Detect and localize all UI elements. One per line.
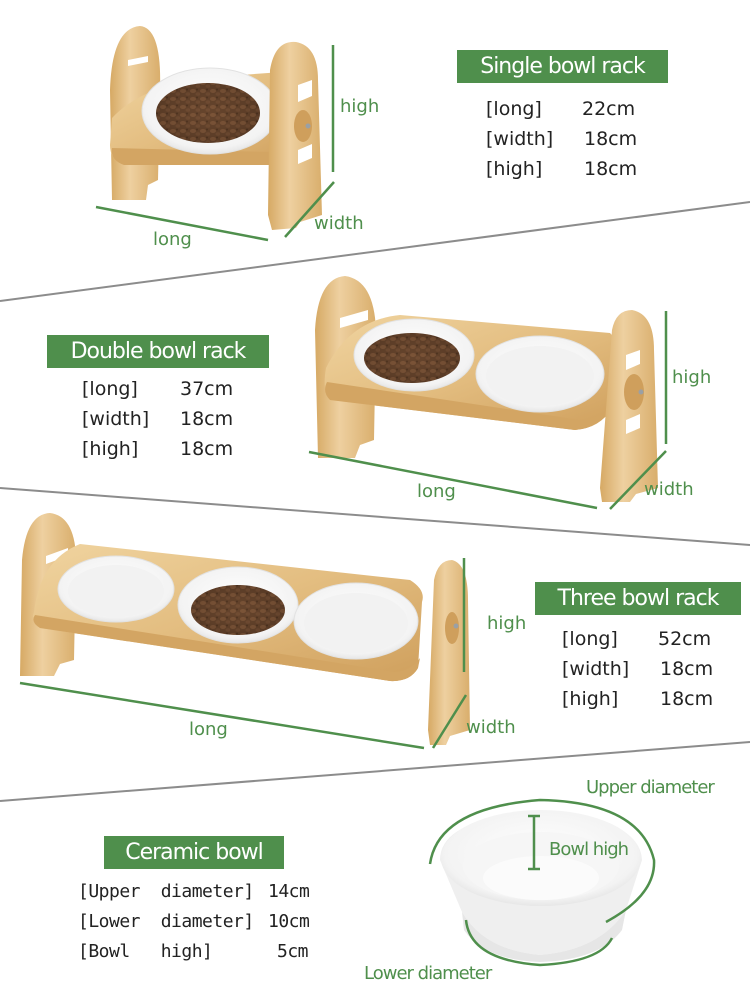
spec-key: [width]: [562, 658, 630, 680]
ceramic-bowl-specs: [Upper diameter] 14cm [Lower diameter] 10c…: [78, 877, 310, 967]
spec-value: 18cm: [584, 128, 638, 150]
ceramic-bowl-title: Ceramic bowl: [104, 836, 284, 869]
double-high-label: high: [672, 367, 712, 388]
spec-value: 14cm: [268, 881, 310, 902]
spec-row-long: [long] 22cm: [486, 94, 637, 124]
single-rack-specs: [long] 22cm [width] 18cm [high] 18cm: [486, 94, 637, 184]
double-rack-specs: [long] 37cm [width] 18cm [high] 18cm: [82, 374, 233, 464]
spec-value: 10cm: [268, 911, 310, 932]
spec-key: [width]: [486, 128, 554, 150]
section-dividers: [0, 201, 750, 802]
ceramic-bowl-image: [440, 810, 642, 962]
spec-value: 52cm: [658, 628, 712, 650]
three-width-label: width: [466, 717, 516, 738]
spec-value: 37cm: [180, 378, 234, 400]
spec-row-width: [width] 18cm: [486, 124, 637, 154]
spec-key: [Lower diameter]: [78, 911, 254, 932]
bowl-high-label: Bowl high: [549, 839, 629, 860]
spec-row-width: [width] 18cm: [82, 404, 233, 434]
three-rack-title: Three bowl rack: [535, 582, 741, 615]
double-dimension-lines: [308, 311, 668, 510]
spec-row-lower-diameter: [Lower diameter] 10cm: [78, 907, 310, 937]
single-width-label: width: [314, 213, 364, 234]
spec-value: 18cm: [660, 688, 714, 710]
spec-value: 18cm: [584, 158, 638, 180]
spec-row-long: [long] 37cm: [82, 374, 233, 404]
spec-key: [high]: [486, 158, 543, 180]
spec-value: 18cm: [180, 408, 234, 430]
spec-key: [high]: [82, 438, 139, 460]
spec-key: [long]: [82, 378, 138, 400]
spec-row-long: [long] 52cm: [562, 624, 713, 654]
spec-row-high: [high] 18cm: [486, 154, 637, 184]
spec-row-bowl-high: [Bowl high] 5cm: [78, 937, 309, 967]
double-width-label: width: [644, 479, 694, 500]
double-rack-title: Double bowl rack: [47, 335, 269, 368]
spec-key: [long]: [486, 98, 542, 120]
spec-key: [long]: [562, 628, 618, 650]
single-bowl-rack-image: [110, 26, 322, 230]
spec-key: [high]: [562, 688, 619, 710]
spec-value: 18cm: [660, 658, 714, 680]
single-dimension-lines: [95, 45, 335, 242]
single-rack-title: Single bowl rack: [457, 50, 668, 83]
three-dimension-lines: [19, 558, 468, 750]
spec-row-width: [width] 18cm: [562, 654, 713, 684]
single-high-label: high: [340, 96, 380, 117]
single-long-label: long: [153, 229, 192, 250]
three-long-label: long: [189, 719, 228, 740]
spec-row-upper-diameter: [Upper diameter] 14cm: [78, 877, 310, 907]
spec-row-high: [high] 18cm: [562, 684, 713, 714]
spec-row-high: [high] 18cm: [82, 434, 233, 464]
bowl-dimension-lines: [428, 798, 656, 967]
spec-key: [Upper diameter]: [78, 881, 254, 902]
three-bowl-rack-image: [20, 513, 470, 745]
spec-value: 18cm: [180, 438, 234, 460]
spec-key: [Bowl high]: [78, 941, 213, 962]
double-bowl-rack-image: [315, 276, 658, 502]
three-high-label: high: [487, 613, 527, 634]
spec-key: [width]: [82, 408, 150, 430]
three-rack-specs: [long] 52cm [width] 18cm [high] 18cm: [562, 624, 713, 714]
spec-value: 5cm: [276, 941, 309, 962]
spec-value: 22cm: [582, 98, 636, 120]
double-long-label: long: [417, 481, 456, 502]
lower-diameter-label: Lower diameter: [364, 963, 492, 984]
upper-diameter-label: Upper diameter: [586, 777, 715, 798]
